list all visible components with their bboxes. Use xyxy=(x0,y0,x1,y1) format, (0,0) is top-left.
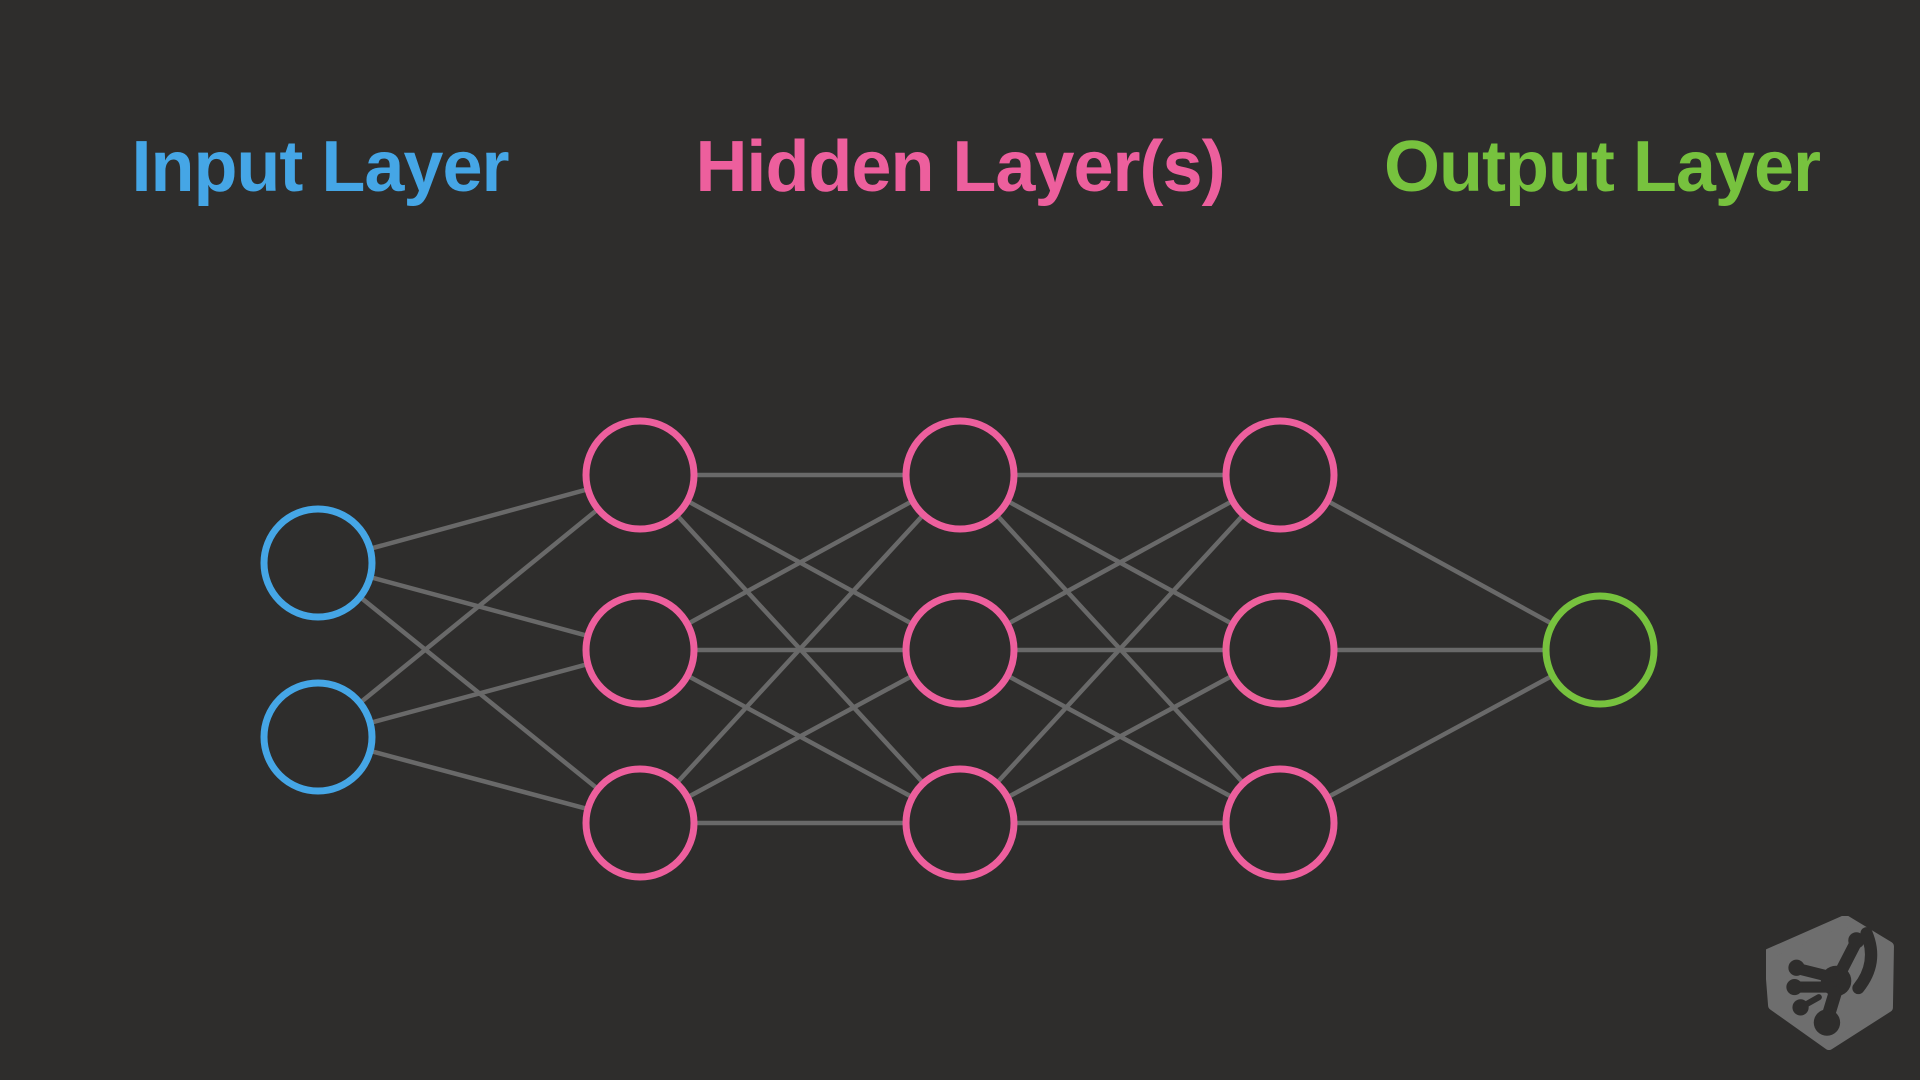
hidden-layer-2-node-3 xyxy=(902,765,1018,881)
hidden-layer-2-node-1 xyxy=(902,417,1018,533)
hidden-layer-3-node-3 xyxy=(1222,765,1338,881)
edge-hidden-layer-2-to-hidden-layer-3 xyxy=(958,473,1282,825)
label-input-layer: Input Layer xyxy=(131,127,509,207)
treehouse-logo-icon xyxy=(1766,916,1894,1050)
input-layer-node-1 xyxy=(260,505,376,621)
edge-hidden-layer-3-to-output-layer xyxy=(1278,648,1602,825)
logo-frogfoot-cutout xyxy=(1786,927,1878,1036)
hidden-layer-1-node-2 xyxy=(582,592,698,708)
edge-hidden-layer-1-to-hidden-layer-2 xyxy=(638,648,962,825)
hidden-layer-3-node-2 xyxy=(1222,592,1338,708)
edge-hidden-layer-2-to-hidden-layer-3 xyxy=(958,648,1282,825)
label-output-layer: Output Layer xyxy=(1383,127,1821,207)
hidden-layer-1-node-3 xyxy=(582,765,698,881)
edge-hidden-layer-2-to-hidden-layer-3 xyxy=(958,473,1282,652)
input-layer-node-2 xyxy=(260,679,376,795)
output-layer-node-1 xyxy=(1542,592,1658,708)
edge-hidden-layer-1-to-hidden-layer-2 xyxy=(638,473,962,652)
hidden-layer-2-node-2 xyxy=(902,592,1018,708)
edge-hidden-layer-3-to-output-layer xyxy=(1278,473,1602,652)
hidden-layer-1-node-1 xyxy=(582,417,698,533)
edge-input-layer-to-hidden-layer-1 xyxy=(316,473,642,739)
label-hidden-layers: Hidden Layer(s) xyxy=(695,127,1225,207)
hidden-layer-3-node-1 xyxy=(1222,417,1338,533)
edge-hidden-layer-1-to-hidden-layer-2 xyxy=(638,473,962,825)
